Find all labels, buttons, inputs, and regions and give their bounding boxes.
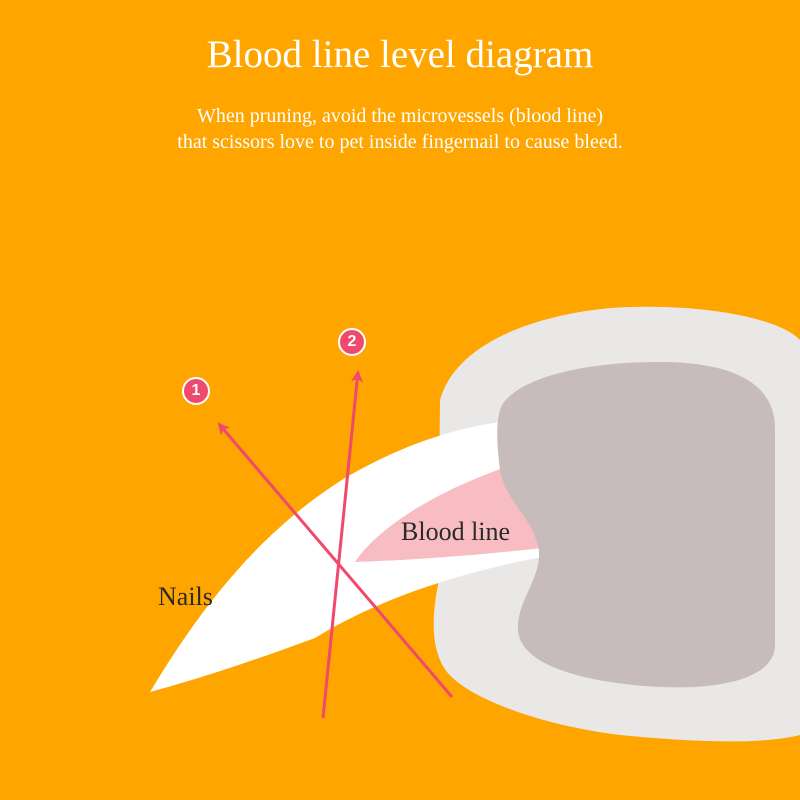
blood-line-region: [355, 463, 542, 562]
subtitle-line-1: When pruning, avoid the microvessels (bl…: [196, 105, 603, 127]
marker-2-badge: 2: [338, 328, 366, 356]
page-subtitle: When pruning, avoid the microvessels (bl…: [0, 103, 800, 155]
page-title: Blood line level diagram: [206, 33, 594, 76]
nails-label: Nails: [158, 582, 213, 611]
paw-pad: [497, 362, 775, 688]
cut-line-1-arrow: [217, 422, 454, 698]
claw: [150, 420, 548, 692]
marker-1-badge: 1: [182, 377, 210, 405]
subtitle-line-2: that scissors love to pet inside fingern…: [177, 131, 623, 153]
cut-line-2-arrow: [321, 370, 363, 719]
blood-line-label: Blood line: [401, 517, 511, 546]
